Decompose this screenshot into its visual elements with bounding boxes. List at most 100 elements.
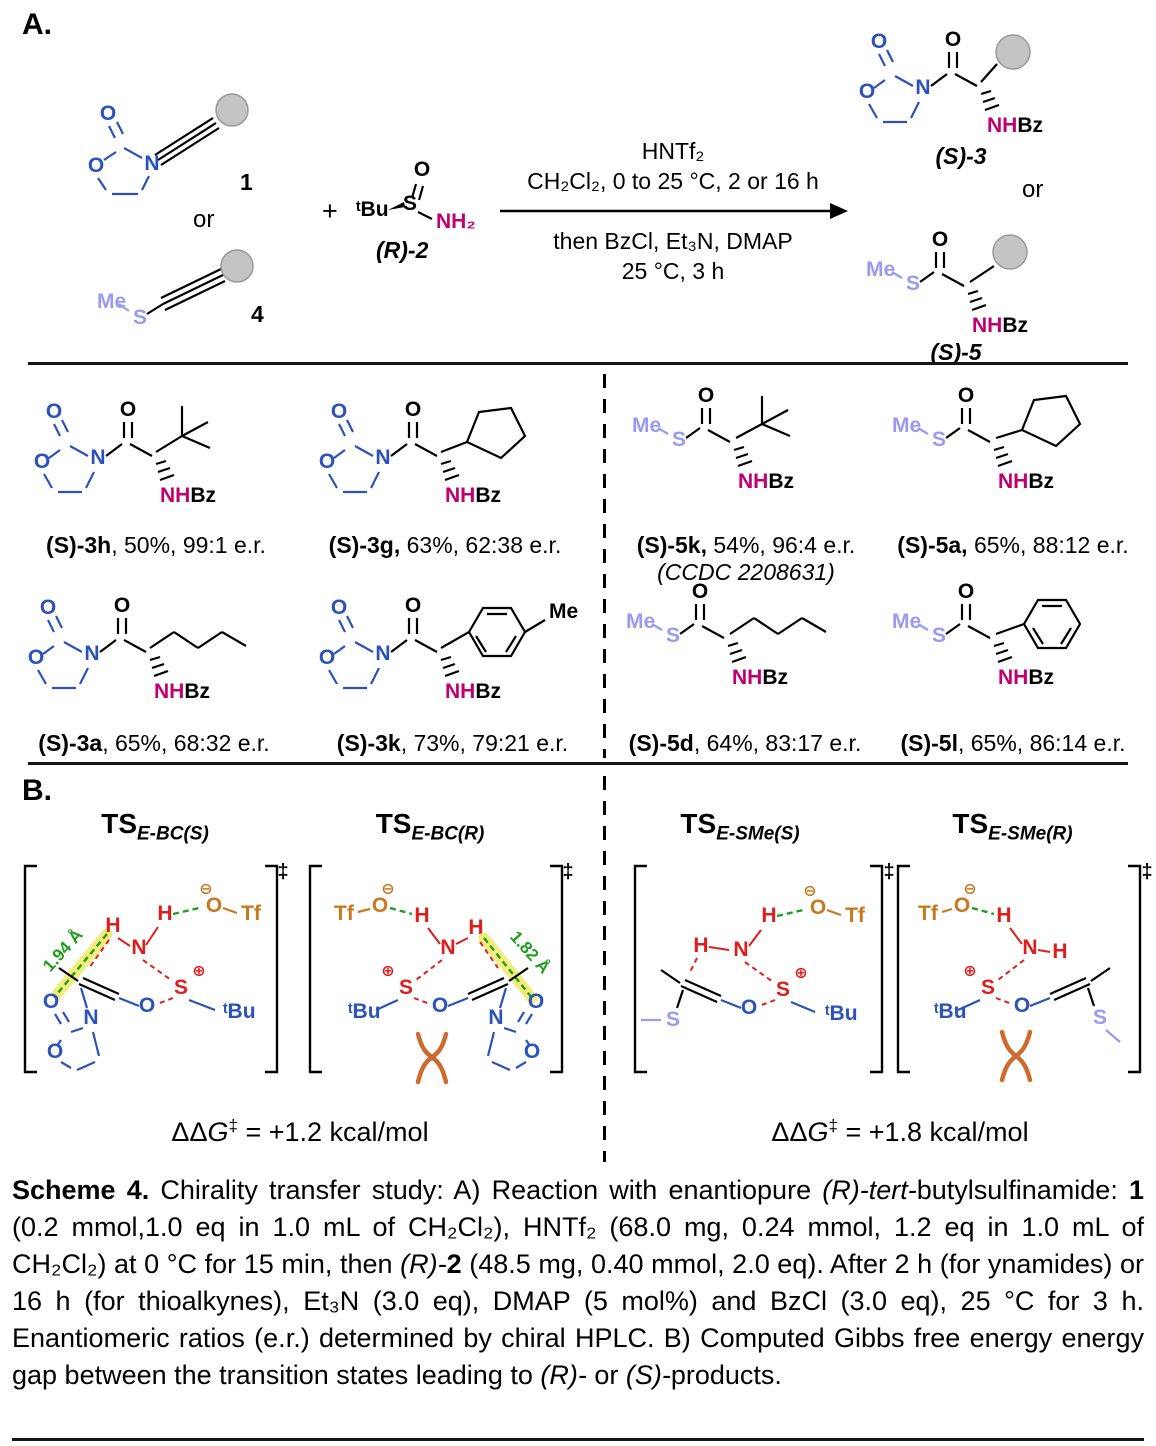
acyl-stereocenter: O bbox=[99, 594, 169, 678]
svg-text:O: O bbox=[100, 102, 116, 125]
nhbz-label: NHBz bbox=[987, 114, 1043, 137]
svg-text:⊕: ⊕ bbox=[192, 963, 205, 980]
example-label-s5d: (S)-5d, 64%, 83:17 e.r. bbox=[628, 730, 862, 756]
wedge-bond bbox=[388, 202, 405, 210]
nhbz-label: NHBz bbox=[738, 470, 794, 493]
acyl-stereocenter: O bbox=[390, 398, 460, 482]
oxazolidinone-ring: N O O bbox=[486, 990, 544, 1072]
svg-text:N: N bbox=[375, 446, 390, 469]
svg-text:H: H bbox=[761, 904, 776, 927]
svg-text:O: O bbox=[405, 594, 421, 617]
thioester-head: Me S O bbox=[866, 228, 995, 312]
svg-text:⊕: ⊕ bbox=[963, 963, 976, 980]
svg-text:O: O bbox=[432, 994, 448, 1017]
generic-r-circle bbox=[220, 249, 254, 283]
svg-text:O: O bbox=[741, 996, 757, 1019]
nhbz-label: NHBz bbox=[160, 484, 216, 507]
oxazolidinone-ring: O N O bbox=[28, 596, 100, 690]
tf-label: Tf bbox=[918, 902, 939, 925]
double-dagger: ‡ bbox=[1141, 861, 1152, 883]
tbu-label: ᵗBu bbox=[223, 1000, 256, 1023]
svg-text:N: N bbox=[84, 642, 99, 665]
svg-text:N: N bbox=[144, 152, 159, 175]
svg-text:N: N bbox=[440, 936, 455, 959]
nhbz-label: NHBz bbox=[972, 314, 1028, 337]
nhbz-label: NHBz bbox=[732, 666, 788, 689]
svg-text:⊕: ⊕ bbox=[381, 963, 394, 980]
svg-text:O: O bbox=[40, 596, 56, 619]
svg-text:O: O bbox=[810, 896, 826, 919]
generic-r-circle bbox=[995, 34, 1031, 70]
svg-text:H: H bbox=[157, 902, 172, 925]
svg-text:O: O bbox=[319, 450, 335, 473]
svg-text:Me: Me bbox=[626, 610, 655, 633]
svg-text:O: O bbox=[958, 384, 974, 407]
structure-ynamide-1: O N O 1 bbox=[88, 93, 253, 196]
divider-bottom bbox=[12, 1438, 1144, 1441]
or-label-right: or bbox=[1022, 176, 1044, 203]
condition-benzoylation: then BzCl, Et₃N, DMAP bbox=[553, 228, 793, 254]
ts-e-sme-s: ‡ H N H ⊖ O Tf S ⊕ O S ᵗBu bbox=[633, 861, 895, 1074]
example-cell-s5d: Me S O NHBz (S)-5d, 64%, 83:17 e.r. bbox=[612, 580, 878, 780]
ts-label-esme-s: TSE-SMe(S) bbox=[680, 808, 800, 845]
compound-4-label: 4 bbox=[251, 301, 264, 327]
panel-a-label: A. bbox=[22, 8, 52, 41]
svg-text:⊖: ⊖ bbox=[963, 881, 976, 898]
svg-text:N: N bbox=[915, 76, 930, 99]
conditions-below-arrow: then BzCl, Et₃N, DMAP 25 °C, 3 h bbox=[498, 226, 848, 286]
svg-text:O: O bbox=[372, 894, 388, 917]
structure-product-s5: Me S O NHBz (S)-5 bbox=[866, 228, 1028, 365]
svg-text:O: O bbox=[120, 398, 136, 421]
svg-text:S: S bbox=[776, 978, 790, 1001]
example-cell-s3h: O N O O NHBz bbox=[20, 384, 292, 580]
tert-butyl-group bbox=[735, 396, 791, 439]
structure-s3a: O N O O NHBz bbox=[28, 594, 247, 703]
svg-text:O: O bbox=[331, 400, 347, 423]
o-label: O bbox=[414, 158, 430, 181]
svg-text:N: N bbox=[375, 642, 390, 665]
ts-label-ebc-s: TSE-BC(S) bbox=[101, 808, 209, 845]
example-label-s3g: (S)-3g, 63%, 62:38 e.r. bbox=[328, 532, 562, 558]
ts-label-ebc-r: TSE-BC(R) bbox=[375, 808, 485, 845]
svg-text:O: O bbox=[945, 28, 961, 51]
svg-text:Tf: Tf bbox=[241, 902, 262, 925]
svg-text:O: O bbox=[524, 1040, 540, 1063]
structure-thioalkyne-4: Me S 4 bbox=[97, 249, 264, 329]
svg-text:S: S bbox=[932, 624, 946, 647]
svg-text:Me: Me bbox=[549, 600, 578, 623]
ccdc-number: (CCDC 2208631) bbox=[657, 559, 835, 585]
svg-text:H: H bbox=[996, 904, 1011, 927]
divider-top bbox=[28, 362, 1128, 365]
svg-text:H: H bbox=[693, 934, 708, 957]
acyl-stereocenter: O bbox=[390, 594, 460, 678]
svg-text:O: O bbox=[206, 894, 222, 917]
double-dagger: ‡ bbox=[277, 861, 288, 883]
svg-text:S: S bbox=[672, 428, 686, 451]
generic-r-circle bbox=[215, 93, 249, 127]
thioester-head: Me S O bbox=[892, 384, 1013, 468]
panel-b-label: B. bbox=[22, 774, 52, 807]
svg-text:⊕: ⊕ bbox=[794, 965, 807, 982]
oxazolidinone-ring: O N O bbox=[34, 400, 106, 494]
nhbz-label: NHBz bbox=[445, 484, 501, 507]
sme-label: S bbox=[1093, 1006, 1107, 1029]
plus-sign: + bbox=[322, 196, 338, 226]
energy-gap-bc: ΔΔG‡ = +1.2 kcal/mol bbox=[171, 1116, 429, 1147]
alkyne-bond bbox=[160, 268, 226, 311]
svg-text:O: O bbox=[47, 1040, 63, 1063]
svg-text:O: O bbox=[692, 580, 708, 603]
ts-e-bc-s: ‡ 1.94 Å H N H ⊖ O Tf S ⊕ O ᵗBu N O O bbox=[23, 861, 289, 1074]
structure-s3g: O N O O NHBz bbox=[319, 398, 527, 507]
nhbz-label: NHBz bbox=[154, 680, 210, 703]
svg-text:⊖: ⊖ bbox=[381, 881, 394, 898]
steric-clash-mark bbox=[415, 1031, 449, 1085]
svg-text:O: O bbox=[319, 646, 335, 669]
svg-text:O: O bbox=[954, 894, 970, 917]
svg-text:⊖: ⊖ bbox=[199, 881, 212, 898]
acyl-stereocenter: O bbox=[930, 28, 1000, 112]
svg-text:N: N bbox=[488, 1006, 503, 1029]
tert-butyl-group bbox=[155, 406, 211, 453]
svg-text:O: O bbox=[46, 400, 62, 423]
sme-label: S bbox=[666, 1008, 680, 1031]
